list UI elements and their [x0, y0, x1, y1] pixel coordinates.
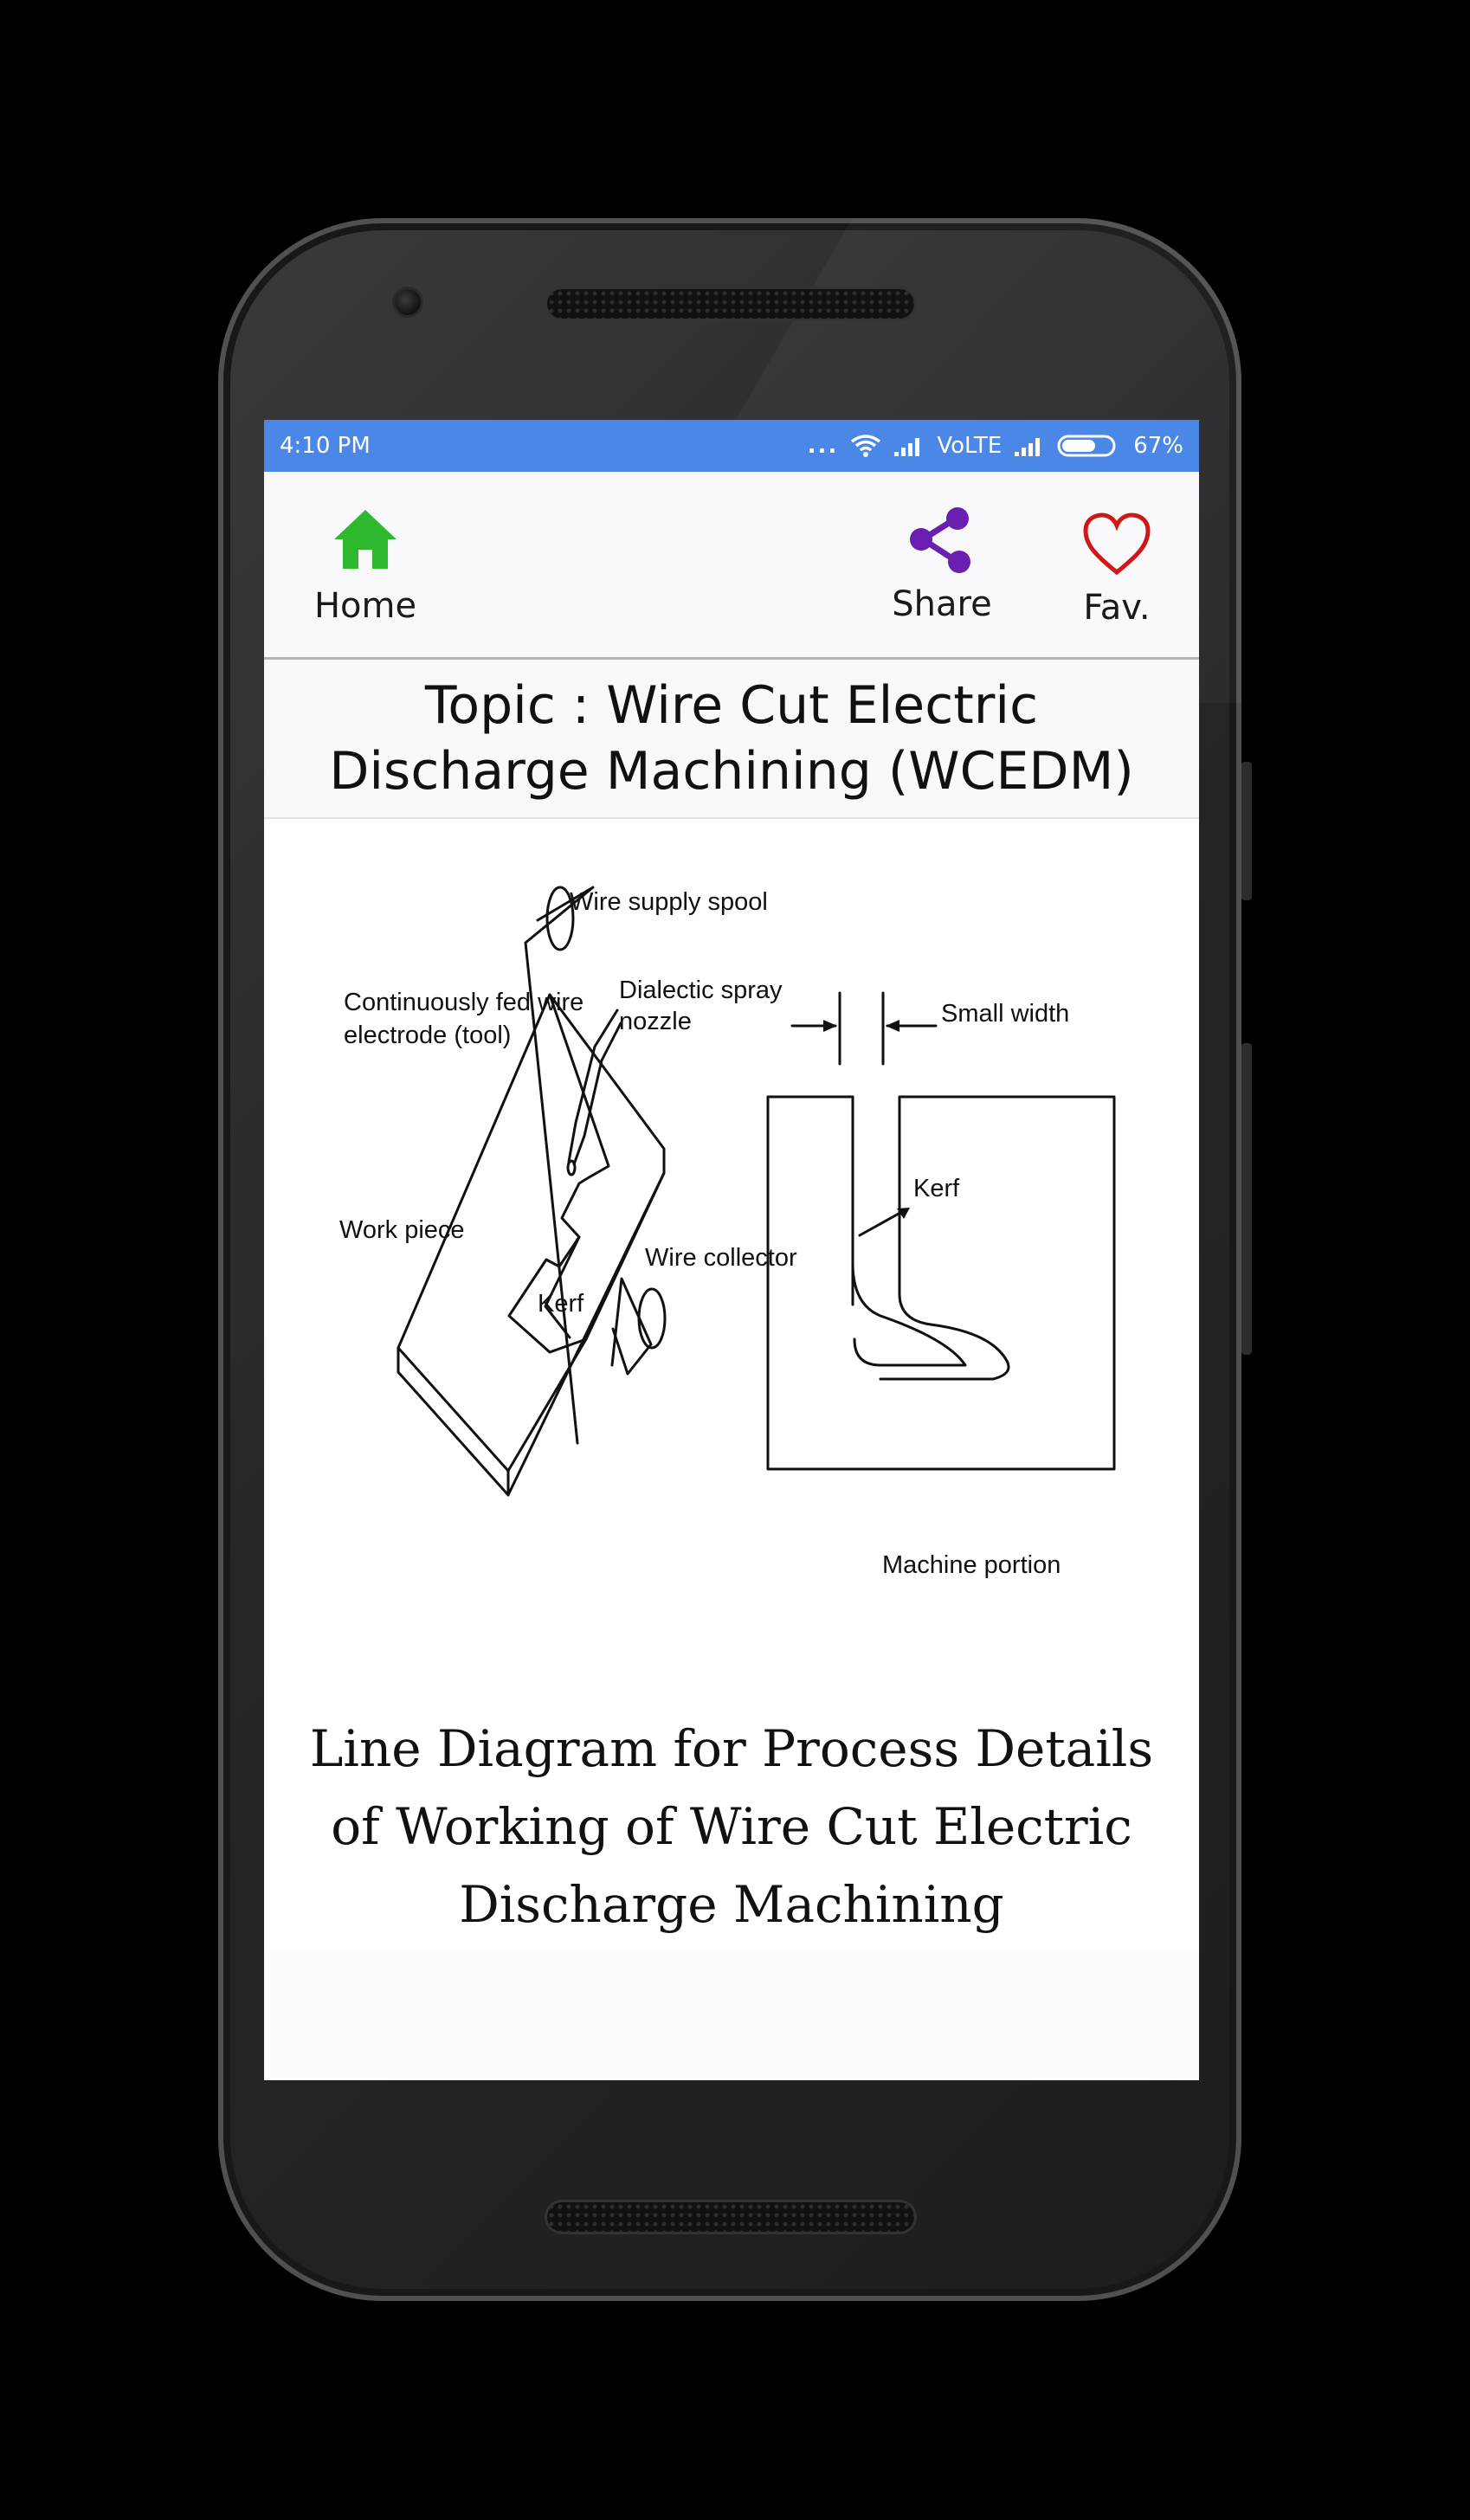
label-wire-supply-spool: Wire supply spool — [570, 888, 768, 916]
spray-nozzle-1 — [567, 1009, 619, 1163]
machine-outline — [766, 1095, 1116, 1471]
topic-header: Topic : Wire Cut Electric Discharge Mach… — [264, 660, 1199, 819]
arrow-head-kerf — [897, 1208, 910, 1219]
home-button[interactable]: Home — [309, 472, 422, 657]
bottom-speaker — [547, 2202, 914, 2232]
toolbar: Home Share Fav. — [264, 472, 1199, 660]
label-continuously-fed-2: electrode (tool) — [344, 1022, 511, 1049]
label-dialectic-1: Dialectic spray — [619, 976, 783, 1004]
home-label: Home — [313, 586, 417, 626]
battery-percent: 67% — [1133, 433, 1183, 459]
machine-kerf-left — [766, 1095, 967, 1367]
arrow-head-left — [823, 1020, 837, 1032]
status-icons: ... VoLTE — [808, 433, 1183, 459]
label-machine-portion: Machine portion — [882, 1551, 1061, 1579]
share-icon — [910, 507, 970, 573]
label-dialectic-2: nozzle — [619, 1008, 692, 1035]
diagram-caption: Line Diagram for Process Details of Work… — [309, 1719, 1154, 1934]
signal-icon — [894, 438, 920, 456]
wcedm-diagram: Wire supply spool Continuously fed wire … — [339, 886, 1116, 1579]
share-label: Share — [892, 584, 992, 624]
battery-icon — [1057, 435, 1116, 457]
screen: 4:10 PM ... VoLTE — [264, 420, 1199, 2080]
favorite-button[interactable]: Fav. — [1069, 472, 1164, 657]
wire-collector-lead — [610, 1277, 653, 1376]
home-icon — [334, 510, 397, 569]
workpiece-body — [397, 993, 588, 1473]
footer-area — [264, 1952, 1199, 2080]
label-kerf-right: Kerf — [913, 1175, 960, 1202]
signal-icon-2 — [1015, 438, 1041, 456]
power-button — [1241, 762, 1252, 900]
wire-electrode-line — [524, 886, 595, 1445]
kerf-arrow-line — [858, 1208, 908, 1237]
label-small-width: Small width — [941, 1000, 1069, 1028]
wire-collector — [637, 1287, 667, 1350]
share-button[interactable]: Share — [877, 472, 1007, 657]
topic-title: Topic : Wire Cut Electric Discharge Mach… — [329, 675, 1134, 802]
label-continuously-fed-1: Continuously fed wire — [344, 989, 583, 1016]
spray-nozzle-2 — [572, 1022, 622, 1166]
arrow-head-right — [886, 1020, 899, 1032]
top-speaker — [547, 289, 914, 319]
volume-button — [1241, 1043, 1252, 1355]
more-notifications-icon: ... — [807, 433, 839, 459]
kerf-slot — [544, 1235, 581, 1339]
workpiece-edge — [506, 1171, 666, 1497]
label-wire-collector: Wire collector — [645, 1244, 797, 1272]
front-camera — [395, 289, 421, 315]
status-time: 4:10 PM — [280, 433, 371, 459]
wifi-icon — [851, 435, 881, 457]
label-kerf-left: Kerf — [538, 1290, 584, 1318]
label-work-piece: Work piece — [339, 1216, 465, 1244]
status-bar: 4:10 PM ... VoLTE — [264, 420, 1199, 472]
workpiece-side — [397, 1346, 510, 1497]
wire-supply-spool — [545, 886, 575, 951]
nozzle-tip — [566, 1159, 577, 1176]
fav-label: Fav. — [1083, 588, 1151, 628]
network-type: VoLTE — [937, 433, 1003, 459]
workpiece-top — [507, 993, 666, 1354]
heart-icon — [1083, 512, 1151, 576]
